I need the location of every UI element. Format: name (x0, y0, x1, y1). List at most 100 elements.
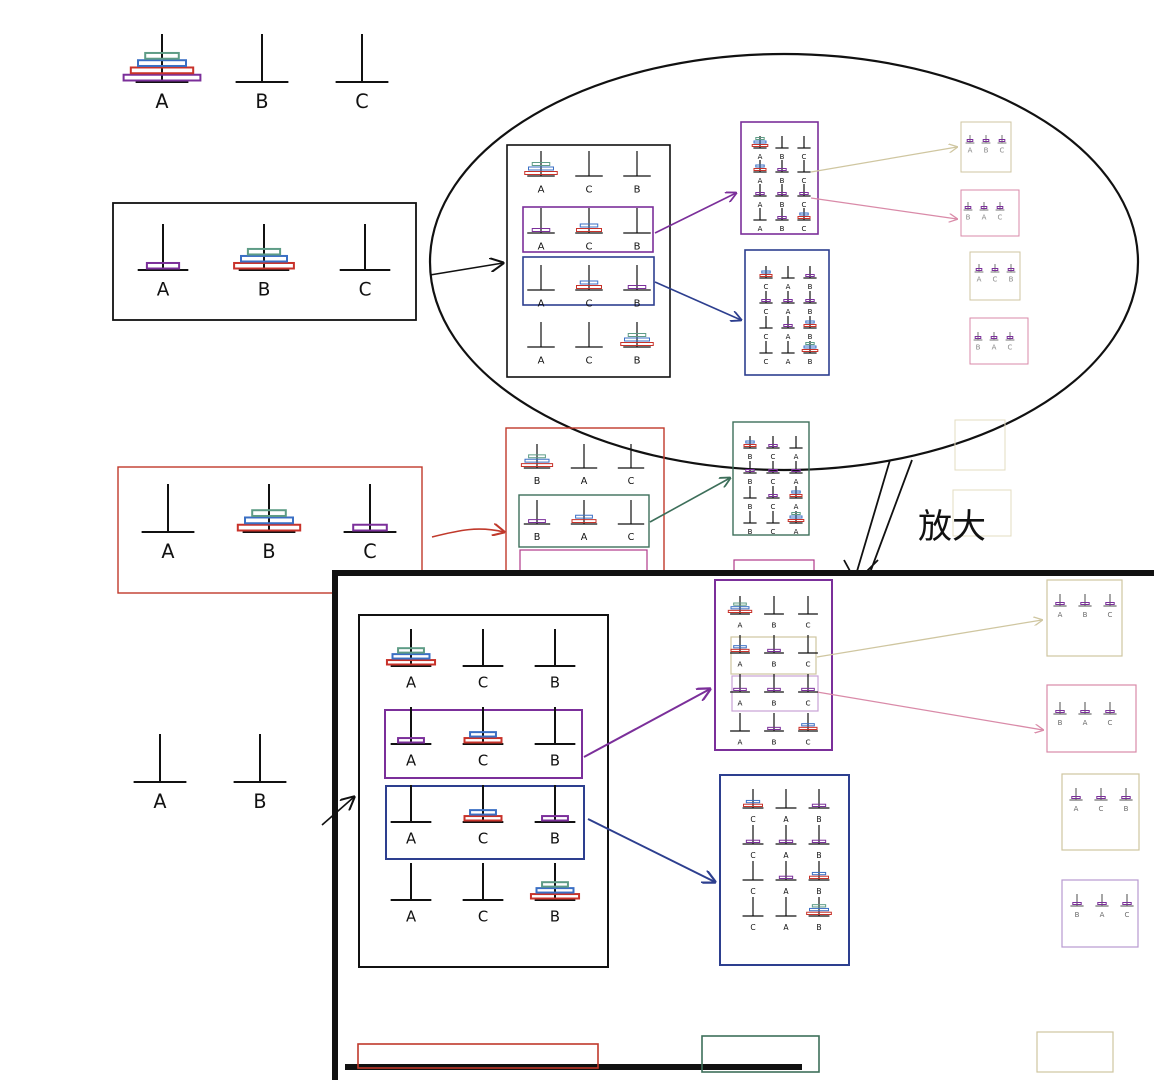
disc (803, 345, 817, 349)
disc (469, 731, 497, 738)
zoom-label: 放大 (918, 507, 986, 547)
disc (1055, 710, 1065, 713)
mag-frame-level3-purple (714, 579, 833, 751)
disc (576, 285, 602, 289)
peg: A (1095, 894, 1109, 919)
peg: A (730, 674, 750, 708)
peg-label: A (406, 753, 416, 770)
disc (759, 274, 773, 277)
disc (529, 893, 581, 900)
peg: C (766, 461, 780, 486)
peg: A (570, 500, 598, 543)
peg: C (617, 444, 645, 487)
peg: C (759, 266, 773, 291)
disc (463, 815, 503, 822)
peg-label: B (634, 242, 641, 253)
disc (1080, 710, 1090, 713)
peg-label: B (780, 201, 785, 209)
peg: C (1005, 332, 1015, 351)
peg: A (965, 135, 975, 154)
disc (767, 687, 781, 692)
peg-label: B (816, 851, 821, 860)
peg: B (743, 486, 757, 511)
disc (811, 871, 827, 876)
peg-label: A (786, 333, 791, 341)
peg: A (527, 208, 555, 253)
disc (236, 523, 302, 532)
mag-frame-level3-purple-row3 (731, 675, 819, 712)
disc (966, 139, 974, 142)
peg-label: C (771, 528, 776, 536)
peg-label: A (406, 909, 416, 926)
peg-label: A (738, 738, 743, 747)
peg-label: C (802, 201, 807, 209)
peg-label: A (155, 90, 168, 113)
peg: A (775, 789, 797, 824)
peg-label: B (808, 358, 813, 366)
disc (787, 519, 805, 522)
disc (791, 490, 801, 494)
peg-label: A (738, 660, 743, 669)
disc (397, 737, 425, 744)
peg-label: B (808, 283, 813, 291)
state-frame-level2-purple (522, 206, 654, 253)
state-frame-level3-green (732, 421, 810, 536)
state-frame-level4-6 (952, 489, 1012, 537)
peg-label: B (780, 177, 785, 185)
peg-label: A (161, 540, 174, 563)
disc (535, 887, 575, 894)
disc (1121, 796, 1131, 799)
peg-label: A (786, 308, 791, 316)
peg: B (529, 863, 581, 926)
peg-label: C (1008, 343, 1013, 351)
peg: A (753, 184, 767, 209)
peg-label: C (586, 299, 593, 310)
peg: B (803, 316, 817, 341)
disc (801, 349, 819, 352)
peg: B (523, 500, 551, 543)
peg: C (575, 151, 603, 196)
peg-label: B (976, 343, 981, 351)
peg-label: B (748, 503, 753, 511)
state-frame-level4-2 (960, 189, 1020, 237)
peg: C (1103, 702, 1117, 727)
peg: C (997, 135, 1007, 154)
peg-label: C (1108, 611, 1113, 619)
peg-label: A (581, 476, 588, 487)
peg-label: B (772, 621, 777, 630)
peg: B (981, 135, 991, 154)
peg: B (623, 151, 651, 196)
peg-label: A (1058, 611, 1063, 619)
disc (733, 687, 747, 692)
peg-label: A (153, 790, 166, 813)
peg: C (759, 316, 773, 341)
arrow-level2-to-level3-purple (654, 193, 736, 234)
peg-label: C (771, 453, 776, 461)
peg-label: C (750, 923, 755, 932)
mag-frame-level4-5 (1036, 1031, 1114, 1073)
peg: B (534, 629, 576, 692)
disc (805, 342, 815, 345)
disc (767, 726, 781, 731)
disc (975, 268, 983, 271)
peg-label: C (764, 358, 769, 366)
peg-label: B (253, 790, 266, 813)
peg: B (808, 825, 830, 860)
mag-frame-level4-3 (1061, 773, 1140, 851)
arrow-level1-to-level2 (429, 263, 503, 276)
disc (777, 216, 787, 219)
peg-label: C (1125, 911, 1130, 919)
peg: B (235, 34, 289, 113)
peg: A (527, 265, 555, 310)
disc (805, 274, 815, 277)
